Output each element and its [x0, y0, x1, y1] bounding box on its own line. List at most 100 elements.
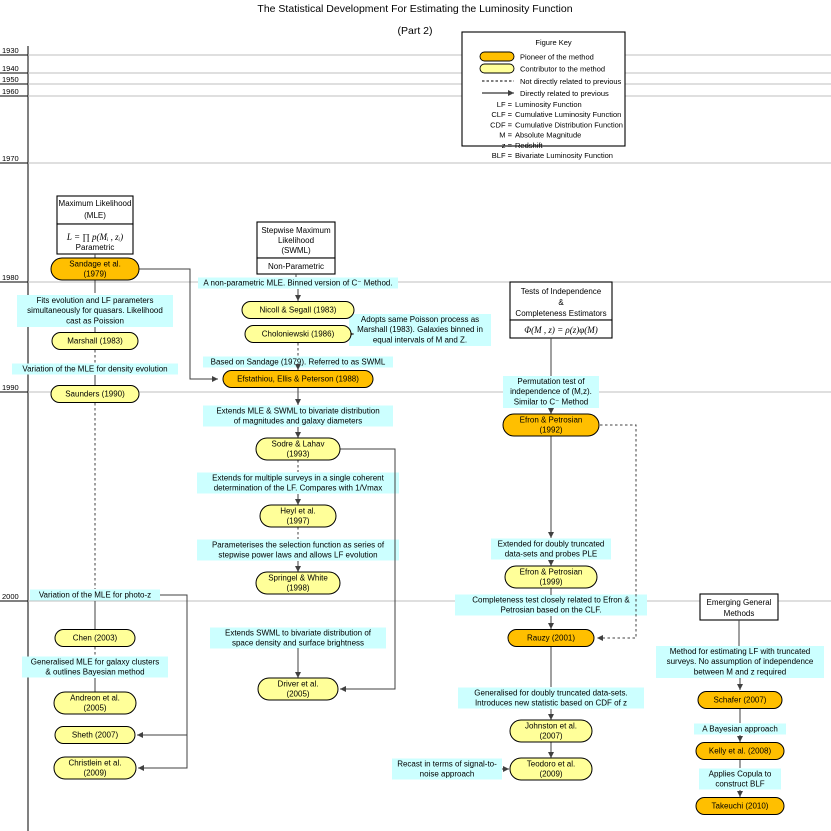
- conn-photoz-to-sheth: [137, 594, 188, 738]
- annotation-a-swml-nicoll: [198, 277, 398, 289]
- node-driver[interactable]: [257, 677, 339, 701]
- legend-abbrev-value-CDF: Cumulative Distribution Function: [515, 120, 623, 129]
- node-kelly[interactable]: [695, 742, 785, 760]
- header-sub-tests: [509, 319, 613, 339]
- annotation-a-teodoro-line2: noise approach: [420, 770, 475, 779]
- annotation-a-teodoro-line1: Recast in terms of signal-to-: [397, 760, 497, 769]
- annotation-a-rauzy-line2: Petrosian based on the CLF.: [501, 606, 602, 615]
- node-takeuchi[interactable]: [695, 797, 785, 815]
- legend-abbrev-value-BLF: Bivariate Luminosity Function: [515, 151, 613, 160]
- annotation-a-takeuchi-line2: construct BLF: [715, 780, 764, 789]
- node-andreon-label1: Andreon et al.: [70, 694, 120, 703]
- header-swml-line3: (SWML): [281, 246, 311, 255]
- node-nicoll-label1: Nicoll & Segall (1983): [260, 306, 337, 315]
- year-label-1940: 1940: [2, 64, 19, 73]
- node-saunders[interactable]: [50, 385, 140, 403]
- node-takeuchi-label1: Takeuchi (2010): [712, 802, 769, 811]
- header-mle-line2: (MLE): [84, 211, 106, 220]
- year-label-2000: 2000: [2, 592, 19, 601]
- legend-abbrev-key-LF: LF =: [497, 100, 513, 109]
- node-teodoro[interactable]: [509, 757, 593, 781]
- annotation-a-permutation-line1: Permutation test of: [517, 377, 585, 386]
- annotation-a-choloniewski-line3: equal intervals of M and Z.: [373, 335, 467, 344]
- annotation-a-teodoro: [392, 758, 502, 780]
- node-springel-label2: (1998): [286, 584, 309, 593]
- node-sandage[interactable]: [50, 257, 140, 281]
- node-efron92-label1: Efron & Petrosian: [520, 416, 583, 425]
- node-springel-label1: Springel & White: [268, 574, 328, 583]
- legend-abbrev-value-CLF: Cumulative Luminosity Function: [515, 110, 621, 119]
- annotation-a-takeuchi-line1: Applies Copula to: [709, 770, 772, 779]
- annotation-a-chen-andreon: [22, 656, 168, 678]
- conn-sandage-to-efstathiou: [139, 268, 218, 382]
- node-chen[interactable]: [54, 629, 136, 647]
- node-nicoll[interactable]: [241, 301, 355, 319]
- node-marshall-label1: Marshall (1983): [67, 337, 123, 346]
- year-label-1970: 1970: [2, 154, 19, 163]
- node-sodre[interactable]: [255, 437, 341, 461]
- annotation-a-sodre: [203, 405, 393, 427]
- annotation-a-marshall-saunders: [12, 363, 178, 375]
- node-efron99-label2: (1999): [539, 578, 562, 587]
- node-christlein-label1: Christlein et al.: [69, 759, 122, 768]
- annotation-a-heyl: [197, 472, 399, 494]
- node-sandage-label1: Sandage et al.: [69, 260, 121, 269]
- annotation-a-photoz-line1: Variation of the MLE for photo-z: [39, 591, 151, 600]
- conn-efron92-to-rauzy: [597, 424, 637, 641]
- annotation-a-springel: [197, 539, 399, 561]
- node-sheth[interactable]: [54, 726, 136, 744]
- legend-line-label-0: Not directly related to previous: [520, 77, 622, 86]
- node-christlein-label2: (2009): [83, 769, 106, 778]
- annotation-a-heyl-line2: determination of the LF. Compares with 1…: [214, 484, 383, 493]
- annotation-a-driver-line2: space density and surface brightness: [232, 639, 364, 648]
- legend-abbrev-key-CLF: CLF =: [491, 110, 512, 119]
- node-schafer[interactable]: [697, 691, 783, 709]
- node-efron92[interactable]: [502, 413, 600, 437]
- node-teodoro-label2: (2009): [539, 770, 562, 779]
- node-driver-label2: (2005): [286, 690, 309, 699]
- node-andreon-label2: (2005): [83, 704, 106, 713]
- figure-key-box: [461, 31, 626, 147]
- node-christlein[interactable]: [53, 756, 137, 780]
- annotation-a-efron99-line2: data-sets and probes PLE: [505, 550, 598, 559]
- annotation-a-choloniewski: [349, 314, 491, 346]
- annotation-a-rauzy-line1: Completeness test closely related to Efr…: [472, 596, 630, 605]
- annotation-a-schafer-line3: between M and z required: [694, 667, 787, 676]
- conn-photoz-to-christlein: [138, 735, 188, 771]
- annotation-a-sandage-marshall: [17, 295, 173, 327]
- year-label-1930: 1930: [2, 46, 19, 55]
- node-johnston[interactable]: [509, 719, 593, 743]
- node-efstathiou[interactable]: [222, 370, 374, 388]
- node-efron99[interactable]: [504, 565, 598, 589]
- annotation-a-sandage-marshall-line2: simultaneously for quasars. Likelihood: [27, 306, 163, 315]
- header-swml-sub: Non-Parametric: [268, 262, 324, 271]
- page-subtitle: (Part 2): [397, 25, 432, 37]
- annotation-a-sandage-marshall-line1: Fits evolution and LF parameters: [37, 296, 154, 305]
- page-title: The Statistical Development For Estimati…: [257, 3, 572, 15]
- annotation-a-johnston: [458, 687, 644, 709]
- year-label-1960: 1960: [2, 87, 19, 96]
- node-rauzy[interactable]: [507, 629, 595, 647]
- annotation-a-permutation-line3: Similar to C⁻ Method: [514, 397, 588, 406]
- annotation-a-chen-andreon-line1: Generalised MLE for galaxy clusters: [31, 658, 160, 667]
- annotation-a-choloniewski-line2: Marshall (1983). Galaxies binned in: [357, 325, 483, 334]
- header-swml-line1: Stepwise Maximum: [261, 226, 331, 235]
- annotation-a-choloniewski-line1: Adopts same Poisson process as: [361, 315, 479, 324]
- annotation-a-sodre-line2: of magnitudes and galaxy diameters: [234, 417, 363, 426]
- node-choloniewski[interactable]: [244, 325, 352, 343]
- node-marshall[interactable]: [51, 332, 139, 350]
- node-heyl[interactable]: [259, 504, 337, 528]
- header-tests-line3: Completeness Estimators: [515, 309, 606, 318]
- node-efron92-label2: (1992): [539, 426, 562, 435]
- annotation-a-kelly: [694, 723, 786, 735]
- annotation-a-heyl-line1: Extends for multiple surveys in a single…: [212, 474, 384, 483]
- node-rauzy-label1: Rauzy (2001): [527, 634, 575, 643]
- node-springel[interactable]: [255, 571, 341, 595]
- header-mle-sub: Parametric: [76, 243, 115, 252]
- node-andreon[interactable]: [53, 691, 137, 715]
- header-mle-formula: L = ∏ p(Mᵢ , zᵢ): [66, 232, 123, 242]
- header-sub-mle: [56, 223, 134, 255]
- legend-swatch-pioneer: [479, 51, 515, 62]
- node-chen-label1: Chen (2003): [73, 634, 118, 643]
